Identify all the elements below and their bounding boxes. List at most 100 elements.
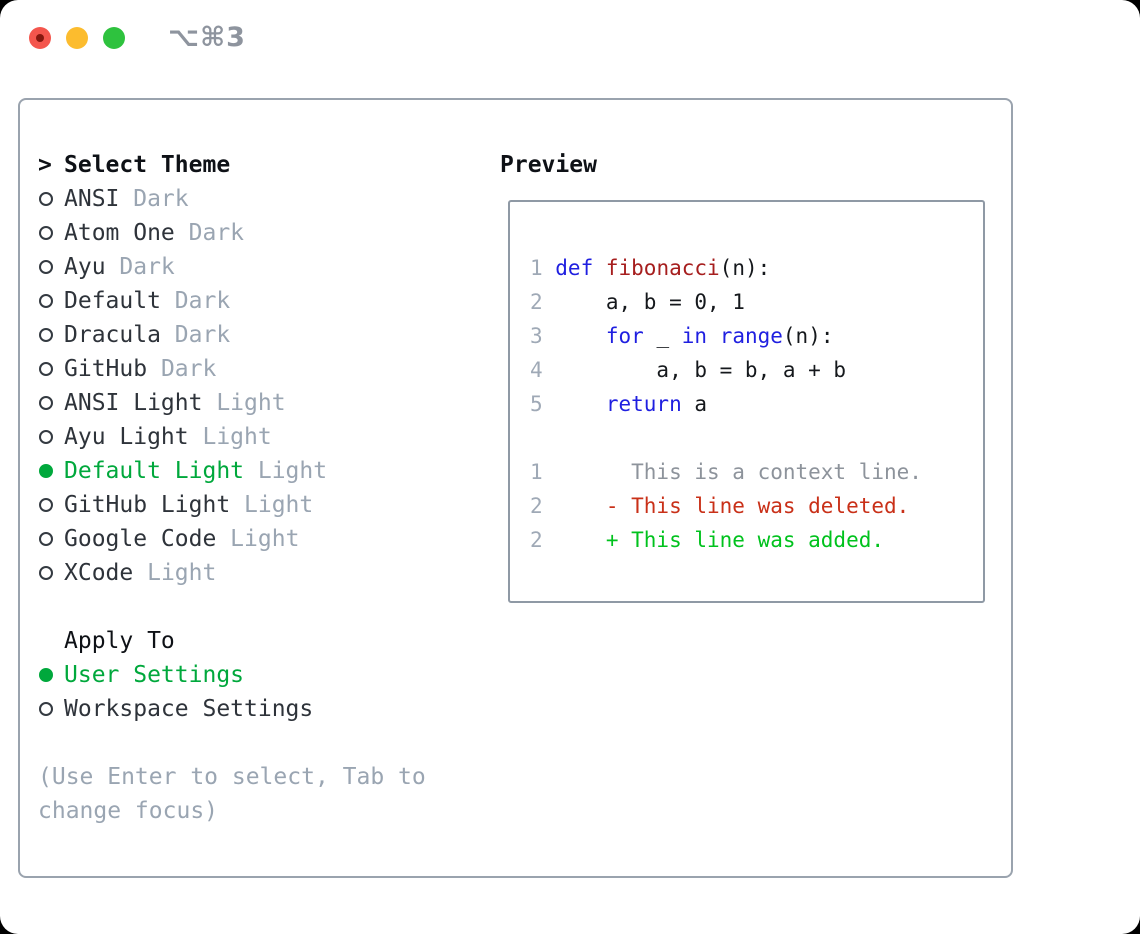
- theme-variant: Light: [244, 458, 328, 484]
- theme-variant: Light: [188, 424, 272, 450]
- theme-option[interactable]: XCode Light: [38, 556, 426, 590]
- theme-variant: Dark: [119, 186, 189, 212]
- radio-gutter: [38, 522, 64, 556]
- line-number: 1: [530, 460, 543, 484]
- radio-gutter: [38, 318, 64, 352]
- titlebar: ⌥⌘3: [29, 22, 246, 53]
- radio-gutter: [38, 182, 64, 216]
- theme-option[interactable]: Atom One Dark: [38, 216, 426, 250]
- theme-option[interactable]: Ayu Dark: [38, 250, 426, 284]
- theme-option[interactable]: ANSI Light Light: [38, 386, 426, 420]
- code-segment-context: This is a context line.: [555, 460, 922, 484]
- theme-option[interactable]: Dracula Dark: [38, 318, 426, 352]
- keyboard-shortcut-label: ⌥⌘3: [168, 22, 246, 53]
- code-segment-plain: [707, 324, 720, 348]
- section-title-apply-to: Apply To: [64, 628, 175, 654]
- radio-icon: [39, 430, 53, 444]
- radio-gutter: [38, 488, 64, 522]
- radio-icon: [39, 566, 53, 580]
- theme-option[interactable]: Default Light Light: [38, 454, 426, 488]
- code-line: 2 - This line was deleted.: [530, 489, 922, 523]
- apply-option[interactable]: User Settings: [38, 658, 426, 692]
- radio-icon: [39, 498, 53, 512]
- theme-name: Dracula: [64, 322, 161, 348]
- code-line: 3 for _ in range(n):: [530, 319, 922, 353]
- radio-gutter: [38, 658, 64, 692]
- code-segment-kw: for: [605, 324, 644, 348]
- line-number: 3: [530, 324, 543, 348]
- minimize-button[interactable]: [66, 26, 88, 49]
- theme-option[interactable]: Ayu Light Light: [38, 420, 426, 454]
- code-segment-plain: (n):: [719, 256, 771, 280]
- radio-gutter: [38, 556, 64, 590]
- code-segment-kw: in: [681, 324, 708, 348]
- maximize-button[interactable]: [103, 26, 125, 49]
- theme-name: Google Code: [64, 526, 217, 552]
- code-line: 5 return a: [530, 387, 922, 421]
- radio-icon: [39, 192, 53, 206]
- code-segment-fn: fibonacci: [605, 256, 720, 280]
- radio-icon: [39, 702, 53, 716]
- code-segment-plain: [555, 392, 606, 416]
- theme-name: Ayu Light: [64, 424, 189, 450]
- hint-line: (Use Enter to select, Tab to: [38, 764, 426, 790]
- theme-variant: Dark: [174, 220, 245, 246]
- spacer: [38, 726, 426, 760]
- theme-variant: Dark: [160, 288, 231, 314]
- radio-icon: [39, 532, 53, 546]
- apply-to-header: Apply To: [38, 624, 426, 658]
- theme-option[interactable]: GitHub Light Light: [38, 488, 426, 522]
- apply-option[interactable]: Workspace Settings: [38, 692, 426, 726]
- close-button[interactable]: [29, 26, 51, 49]
- radio-icon: [39, 396, 53, 410]
- red-light-dot: [36, 33, 44, 42]
- radio-icon: [39, 328, 53, 342]
- radio-icon: [39, 226, 53, 240]
- line-number: 5: [530, 392, 543, 416]
- line-number: 1: [530, 256, 543, 280]
- code-line: [530, 421, 922, 455]
- radio-icon: [39, 260, 53, 274]
- theme-option[interactable]: Default Dark: [38, 284, 426, 318]
- radio-gutter: [38, 284, 64, 318]
- theme-variant: Light: [230, 492, 314, 518]
- code-segment-plain: [593, 256, 606, 280]
- radio-icon: [39, 362, 53, 376]
- theme-option[interactable]: GitHub Dark: [38, 352, 426, 386]
- focus-caret-icon: >: [38, 152, 52, 178]
- theme-option[interactable]: ANSI Dark: [38, 182, 426, 216]
- code-line: 2 + This line was added.: [530, 523, 922, 557]
- theme-variant: Dark: [147, 356, 217, 382]
- radio-gutter: [38, 692, 64, 726]
- radio-gutter: [38, 454, 64, 488]
- preview-title: Preview: [500, 152, 597, 178]
- theme-name: Default: [64, 288, 161, 314]
- theme-option[interactable]: Google Code Light: [38, 522, 426, 556]
- radio-selected-icon: [39, 668, 53, 682]
- radio-selected-icon: [39, 464, 53, 478]
- radio-gutter: [38, 420, 64, 454]
- line-number: 4: [530, 358, 543, 382]
- section-title-select-theme: Select Theme: [64, 152, 231, 178]
- apply-option-label: Workspace Settings: [64, 696, 314, 722]
- line-number: 2: [530, 494, 543, 518]
- line-number: 2: [530, 290, 543, 314]
- code-segment-plain: _: [643, 324, 682, 348]
- code-segment-plain: a: [681, 392, 708, 416]
- theme-name: Default Light: [64, 458, 245, 484]
- theme-name: ANSI Light: [64, 390, 203, 416]
- radio-icon: [39, 294, 53, 308]
- code-line: 1 This is a context line.: [530, 455, 922, 489]
- theme-variant: Light: [133, 560, 217, 586]
- theme-name: ANSI: [64, 186, 120, 212]
- code-line: 4 a, b = b, a + b: [530, 353, 922, 387]
- radio-gutter: [38, 250, 64, 284]
- theme-name: GitHub Light: [64, 492, 231, 518]
